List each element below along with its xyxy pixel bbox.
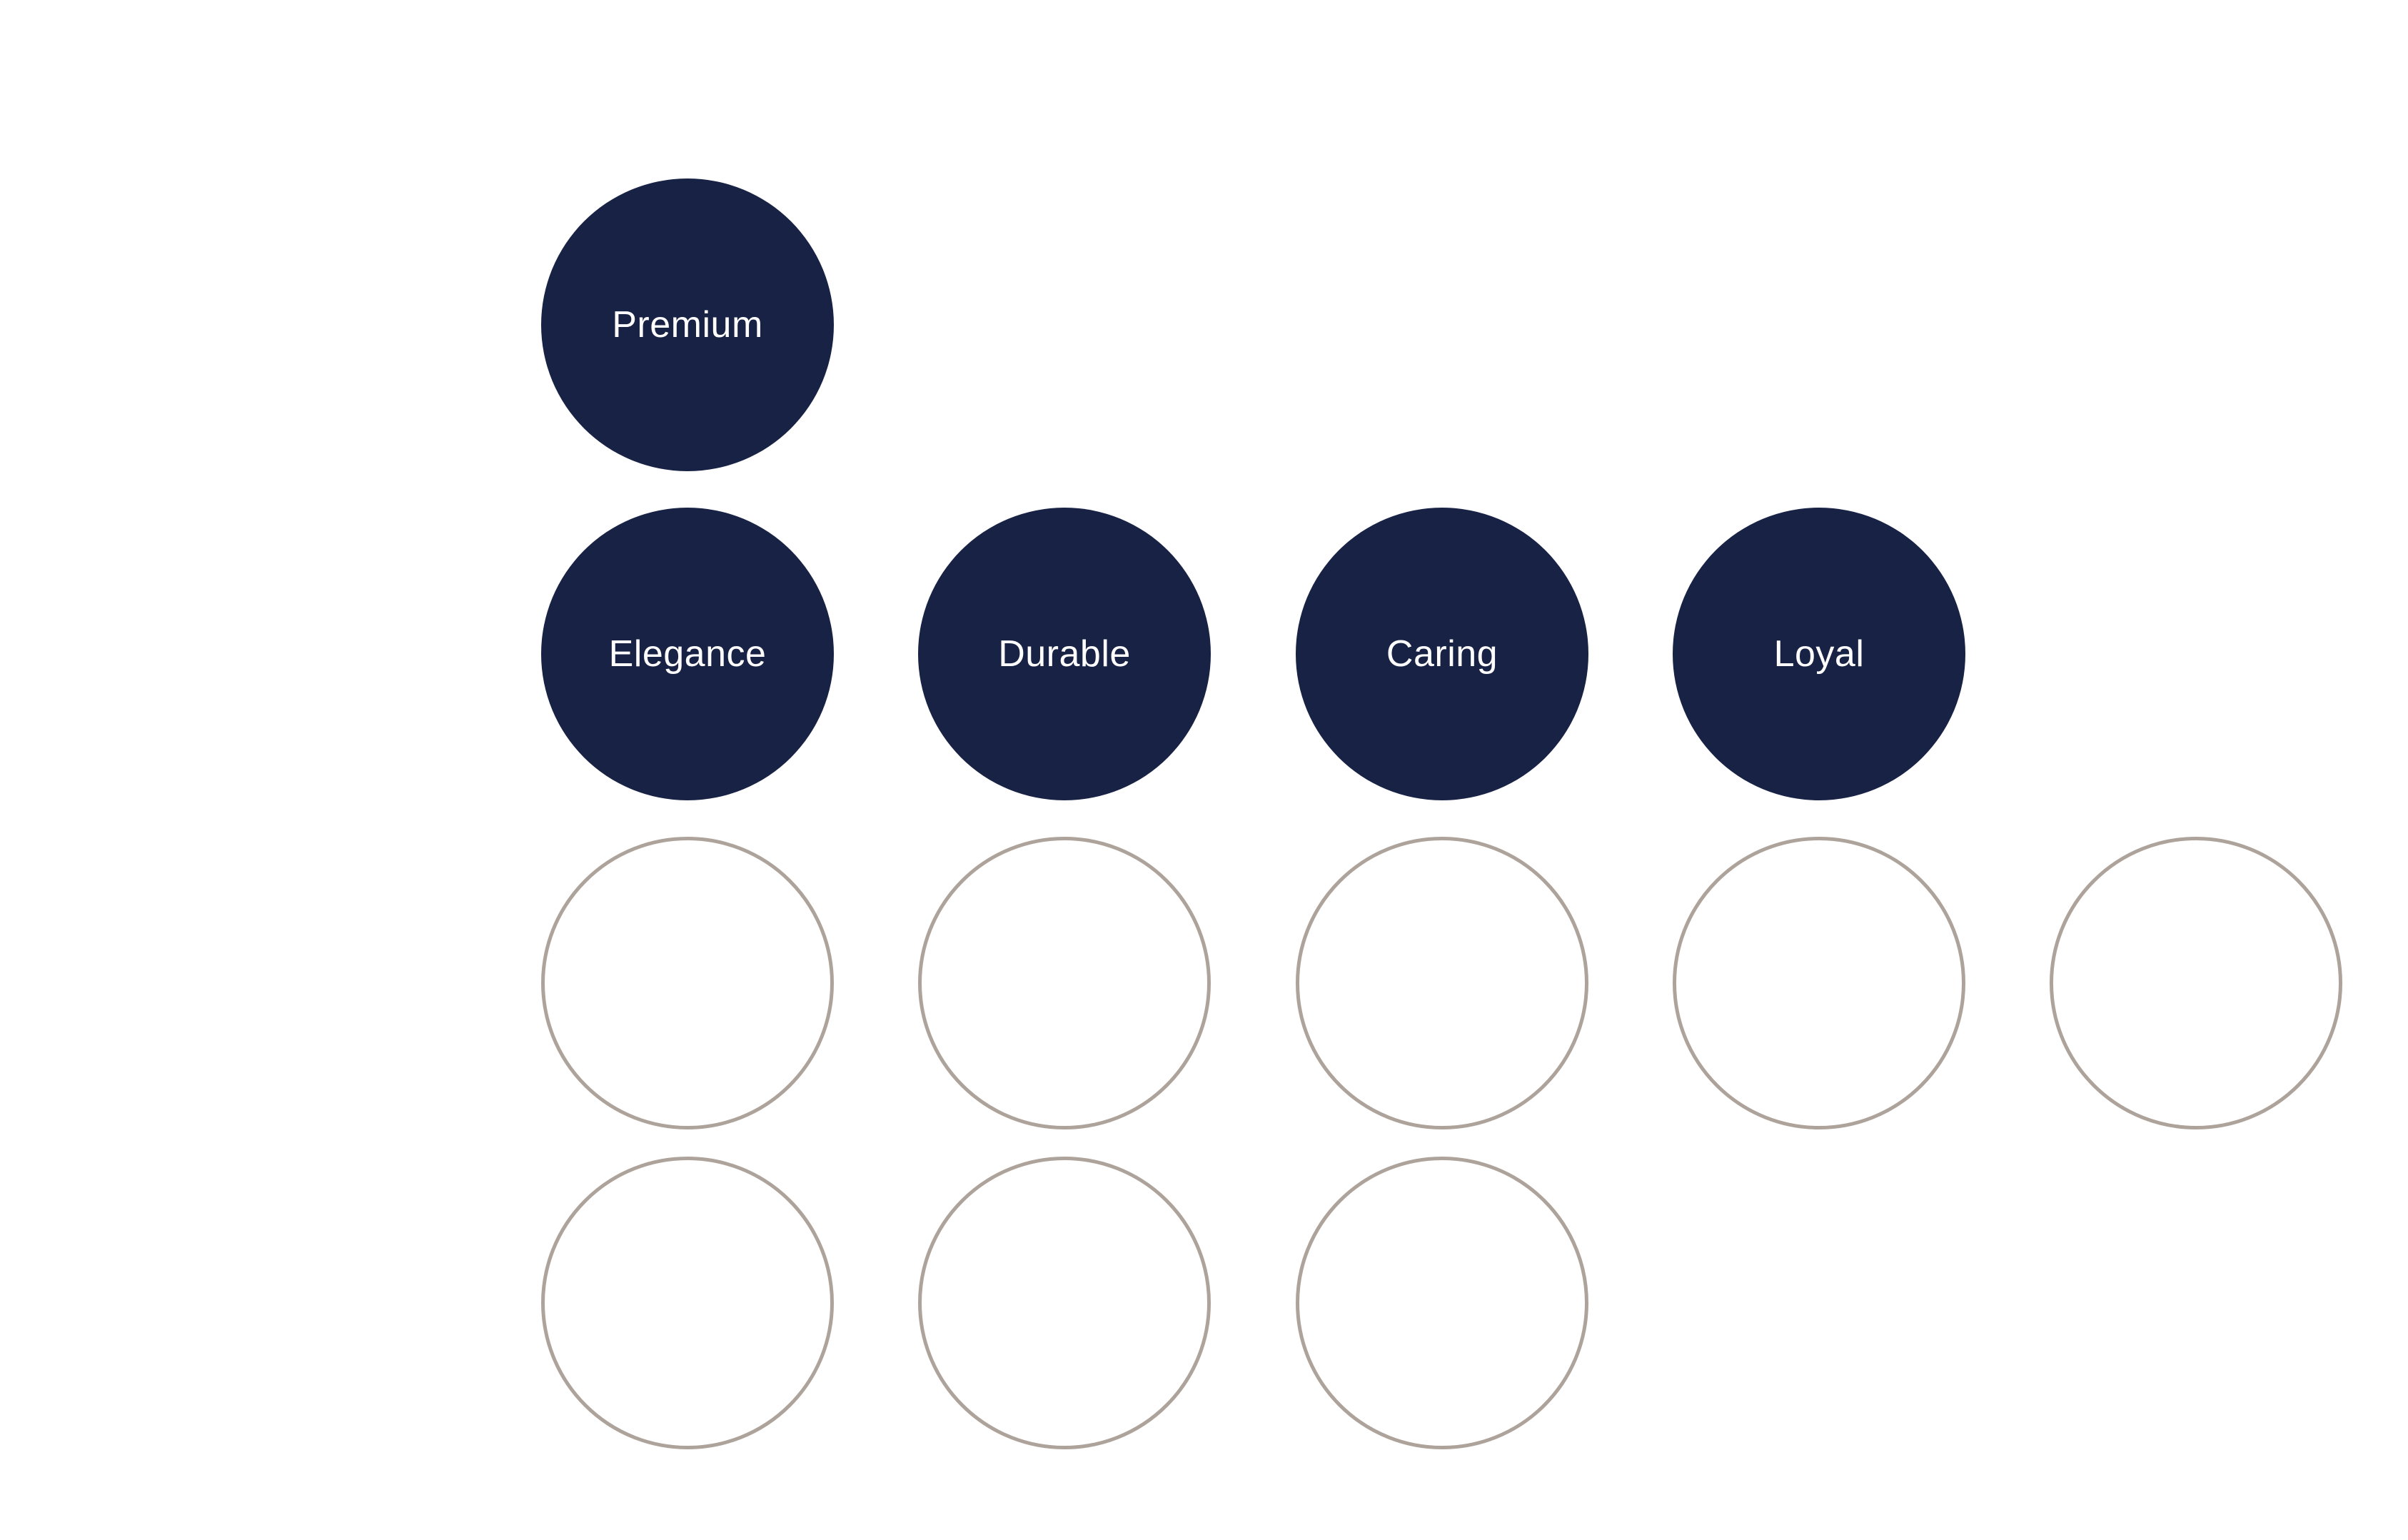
empty-circle [541, 837, 834, 1129]
circle-label: Loyal [1773, 633, 1865, 675]
circle-label: Durable [998, 633, 1131, 675]
circle-label: Caring [1386, 633, 1498, 675]
empty-circle [1296, 1157, 1588, 1449]
empty-circle [541, 1157, 834, 1449]
circle-durable: Durable [918, 508, 1211, 800]
empty-circle [918, 1157, 1211, 1449]
empty-circle [1673, 837, 1965, 1129]
empty-circle [918, 837, 1211, 1129]
circle-label: Premium [612, 304, 763, 346]
circle-loyal: Loyal [1673, 508, 1965, 800]
circle-premium: Premium [541, 178, 834, 471]
empty-circle [1296, 837, 1588, 1129]
empty-circle [2050, 837, 2342, 1129]
circle-label: Elegance [608, 633, 767, 675]
circle-caring: Caring [1296, 508, 1588, 800]
circle-elegance: Elegance [541, 508, 834, 800]
